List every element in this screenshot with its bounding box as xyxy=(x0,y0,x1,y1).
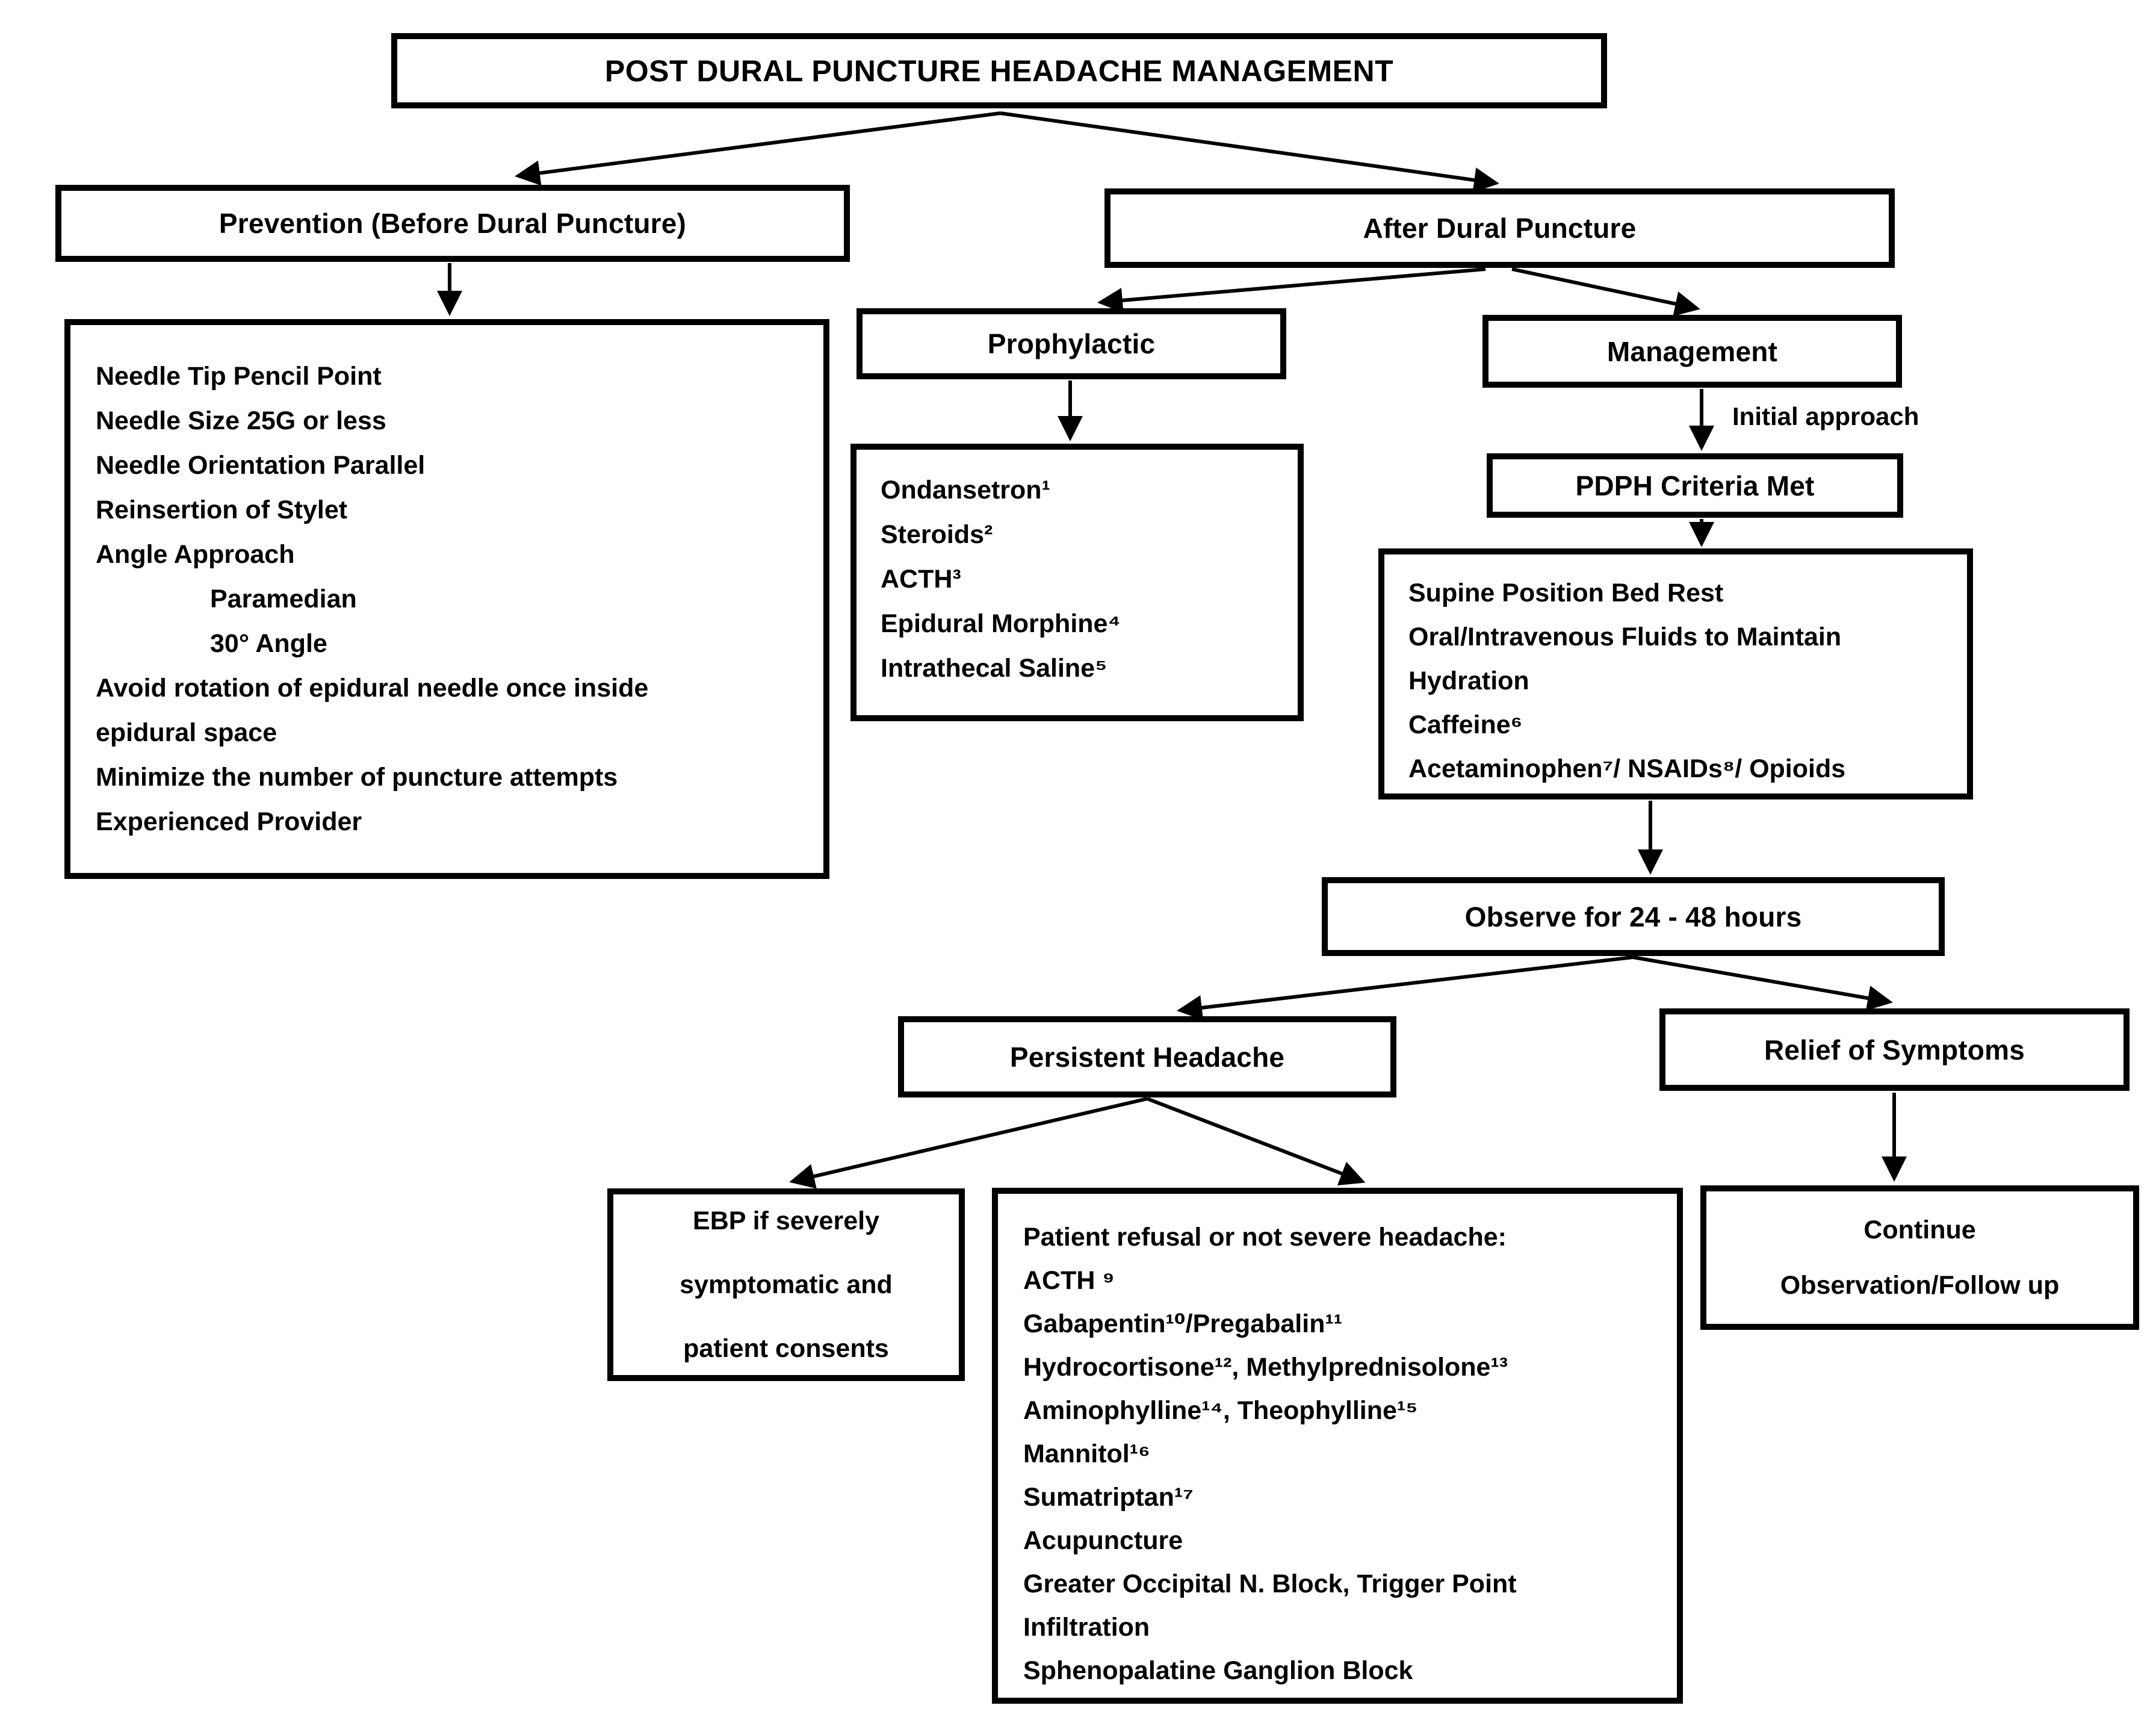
prevention-subitem: 30° Angle xyxy=(210,629,327,658)
refusal-item: Sphenopalatine Ganglion Block xyxy=(1023,1656,1413,1685)
prophylactic-header-label: Prophylactic xyxy=(987,328,1156,359)
prophylactic-item: Epidural Morphine⁴ xyxy=(881,609,1121,638)
management-item: Supine Position Bed Rest xyxy=(1408,579,1724,607)
initial-approach-label: Initial approach xyxy=(1732,402,1919,430)
relief-symptoms-box: Relief of Symptoms xyxy=(1659,1008,2130,1091)
arrow-persistent-to-ebp xyxy=(789,1097,1148,1189)
prophylactic-item: ACTH³ xyxy=(881,565,961,594)
after-dural-header-box: After Dural Puncture xyxy=(1104,188,1895,268)
prevention-item: Reinsertion of Stylet xyxy=(96,495,348,524)
continue-line: Observation/Follow up xyxy=(1780,1271,2060,1300)
observe-box: Observe for 24 - 48 hours xyxy=(1322,877,1945,956)
ebp-line: EBP if severely xyxy=(693,1206,879,1235)
arrow-title-to-prevention xyxy=(515,111,1001,186)
arrow-after-to-management xyxy=(1511,267,1700,317)
arrow-observe-to-relief xyxy=(1632,955,1893,1011)
management-item: Caffeine⁶ xyxy=(1408,710,1523,739)
prevention-item: Minimize the number of puncture attempts xyxy=(96,763,618,792)
prevention-item: Needle Orientation Parallel xyxy=(96,451,426,480)
after-dural-header-label: After Dural Puncture xyxy=(1363,213,1637,244)
arrow-persistent-to-refusal xyxy=(1146,1097,1366,1186)
prevention-item: Needle Tip Pencil Point xyxy=(96,362,382,391)
observe-label: Observe for 24 - 48 hours xyxy=(1464,901,1802,933)
persistent-headache-label: Persistent Headache xyxy=(1009,1041,1285,1073)
refusal-item: ACTH ⁹ xyxy=(1023,1266,1115,1295)
ebp-box: EBP if severely symptomatic and patient … xyxy=(607,1188,965,1381)
arrow-title-to-after xyxy=(1000,111,1499,193)
prevention-item: Needle Size 25G or less xyxy=(96,406,386,435)
refusal-item: Acupuncture xyxy=(1023,1526,1183,1555)
refusal-item: Aminophylline¹⁴, Theophylline¹⁵ xyxy=(1023,1396,1418,1425)
prophylactic-list-box: Ondansetron¹ Steroids² ACTH³ Epidural Mo… xyxy=(850,444,1304,721)
page-title: POST DURAL PUNCTURE HEADACHE MANAGEMENT xyxy=(604,54,1394,88)
refusal-item: Sumatriptan¹⁷ xyxy=(1023,1483,1194,1512)
management-item: Acetaminophen⁷/ NSAIDs⁸/ Opioids xyxy=(1408,754,1846,783)
continue-observation-box: Continue Observation/Follow up xyxy=(1700,1185,2139,1330)
prophylactic-item: Ondansetron¹ xyxy=(881,476,1050,504)
prevention-item: epidural space xyxy=(96,718,277,747)
management-item: Hydration xyxy=(1408,666,1529,695)
management-header-label: Management xyxy=(1606,335,1778,367)
prevention-list-box: Needle Tip Pencil Point Needle Size 25G … xyxy=(64,319,829,879)
title-box: POST DURAL PUNCTURE HEADACHE MANAGEMENT xyxy=(391,33,1607,108)
relief-symptoms-label: Relief of Symptoms xyxy=(1764,1034,2025,1066)
refusal-item: Greater Occipital N. Block, Trigger Poin… xyxy=(1023,1569,1517,1598)
continue-line: Continue xyxy=(1863,1215,1976,1244)
persistent-headache-box: Persistent Headache xyxy=(898,1016,1396,1097)
prevention-subitem: Paramedian xyxy=(210,585,357,613)
prevention-header-box: Prevention (Before Dural Puncture) xyxy=(55,185,850,262)
ebp-line: patient consents xyxy=(683,1334,889,1363)
refusal-item: Mannitol¹⁶ xyxy=(1023,1439,1150,1468)
arrow-observe-to-persistent xyxy=(1177,955,1634,1020)
prevention-header-label: Prevention (Before Dural Puncture) xyxy=(218,208,687,239)
ebp-line: symptomatic and xyxy=(680,1270,893,1299)
prophylactic-item: Intrathecal Saline⁵ xyxy=(881,654,1107,683)
pdph-criteria-box: PDPH Criteria Met xyxy=(1487,453,1903,518)
prevention-item: Avoid rotation of epidural needle once i… xyxy=(96,674,649,703)
prophylactic-item: Steroids² xyxy=(881,520,993,549)
refusal-item: Infiltration xyxy=(1023,1613,1150,1642)
arrow-after-to-prophylactic xyxy=(1097,267,1486,313)
prophylactic-header-box: Prophylactic xyxy=(857,308,1286,379)
prevention-item: Experienced Provider xyxy=(96,807,362,836)
refusal-list-box: Patient refusal or not severe headache: … xyxy=(992,1188,1683,1704)
pdph-criteria-label: PDPH Criteria Met xyxy=(1575,470,1815,501)
prevention-item: Angle Approach xyxy=(96,540,295,569)
refusal-item: Hydrocortisone¹², Methylprednisolone¹³ xyxy=(1023,1353,1508,1382)
refusal-item: Patient refusal or not severe headache: xyxy=(1023,1223,1507,1252)
management-header-box: Management xyxy=(1482,315,1902,388)
management-list-box: Supine Position Bed Rest Oral/Intravenou… xyxy=(1378,548,1973,799)
management-item: Oral/Intravenous Fluids to Maintain xyxy=(1408,622,1842,651)
refusal-item: Gabapentin¹⁰/Pregabalin¹¹ xyxy=(1023,1309,1343,1338)
